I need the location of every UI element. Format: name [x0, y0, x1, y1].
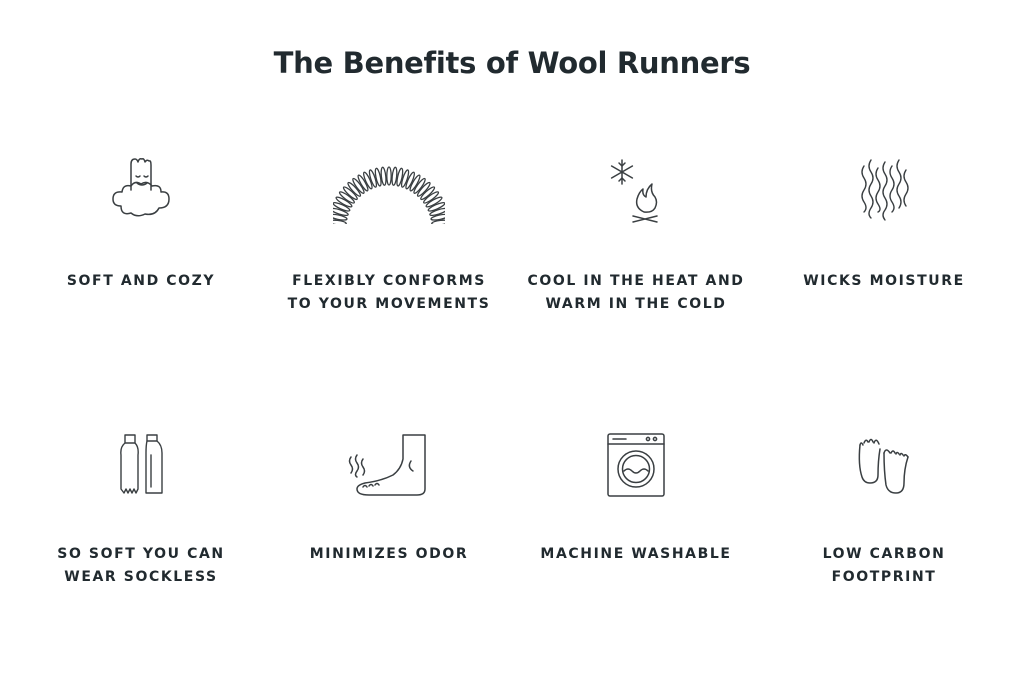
- benefit-label: FLEXIBLY CONFORMS TO YOUR MOVEMENTS: [287, 273, 491, 312]
- benefit-sockless: SO SOFT YOU CAN WEAR SOCKLESS: [17, 425, 265, 625]
- cozy-foot-cloud-icon: [109, 156, 173, 224]
- page-title: The Benefits of Wool Runners: [273, 46, 751, 80]
- benefit-machine-washable: MACHINE WASHABLE: [512, 425, 760, 625]
- benefit-label: LOW CARBON FOOTPRINT: [822, 546, 946, 585]
- benefit-label: COOL IN THE HEAT AND WARM IN THE COLD: [527, 273, 745, 312]
- benefit-cool-warm: COOL IN THE HEAT AND WARM IN THE COLD: [512, 150, 760, 350]
- spring-coil-icon: [333, 156, 445, 224]
- benefit-low-carbon: LOW CARBON FOOTPRINT: [760, 425, 1008, 625]
- benefit-flexibly-conforms: FLEXIBLY CONFORMS TO YOUR MOVEMENTS: [265, 150, 513, 350]
- wavy-lines-icon: [854, 156, 914, 224]
- bare-feet-legs-icon: [113, 431, 169, 499]
- benefit-wicks-moisture: WICKS MOISTURE: [760, 150, 1008, 350]
- benefit-soft-and-cozy: SOFT AND COZY: [17, 150, 265, 350]
- benefit-label: MACHINE WASHABLE: [540, 546, 732, 562]
- foot-odor-icon: [341, 431, 437, 499]
- snowflake-fire-icon: [608, 156, 664, 224]
- footprints-icon: [854, 431, 914, 499]
- benefit-label: MINIMIZES ODOR: [309, 546, 469, 562]
- benefit-label: WICKS MOISTURE: [803, 273, 965, 289]
- benefit-label: SO SOFT YOU CAN WEAR SOCKLESS: [57, 546, 225, 585]
- benefit-minimizes-odor: MINIMIZES ODOR: [265, 425, 513, 625]
- benefit-label: SOFT AND COZY: [66, 273, 216, 289]
- washing-machine-icon: [604, 431, 668, 499]
